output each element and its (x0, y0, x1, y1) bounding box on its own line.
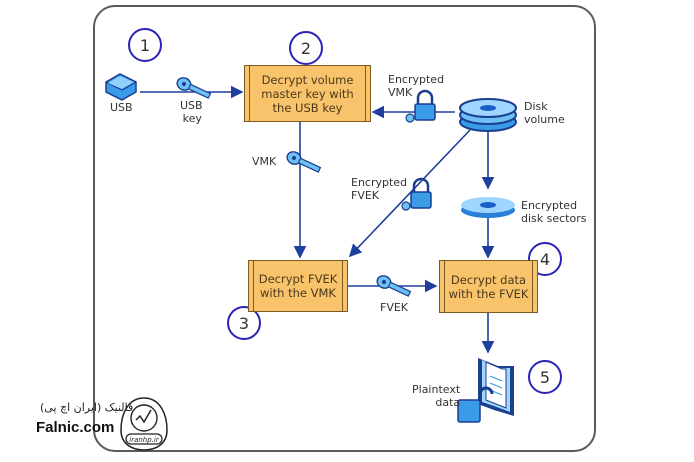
watermark-site: Falnic.com (36, 419, 115, 436)
encrypted-fvek-label: Encrypted FVEK (351, 176, 407, 202)
encrypted-fvek-label-line2: FVEK (351, 189, 380, 202)
vmk-label: VMK (252, 155, 277, 168)
encrypted-vmk-lock-icon (405, 89, 436, 123)
plaintext-document-icon (457, 358, 514, 423)
plaintext-label-line2: data (435, 396, 461, 409)
step-5-badge: 5 (528, 360, 562, 394)
encrypted-vmk-label-line2: VMK (388, 86, 413, 99)
disk-volume-label-line2: volume (524, 113, 565, 126)
usb-key-label: USB key (180, 99, 203, 125)
decrypt-vmk-text: Decrypt volume master key with the USB k… (261, 72, 354, 115)
plaintext-label-line1: Plaintext (412, 383, 461, 396)
encrypted-vmk-label: Encrypted VMK (388, 73, 444, 99)
usb-key-label-line2: key (182, 112, 202, 125)
usb-key-icon (176, 77, 212, 99)
vmk-key-icon (286, 151, 322, 173)
fvek-key-icon (376, 275, 412, 297)
usb-device-icon (105, 73, 137, 101)
decrypt-data-box: Decrypt data with the FVEK (439, 260, 538, 313)
decrypt-fvek-box: Decrypt FVEK with the VMK (248, 260, 348, 312)
step-1-badge: 1 (128, 28, 162, 62)
plaintext-label: Plaintext data (412, 383, 460, 409)
usb-key-label-line1: USB (180, 99, 203, 112)
encrypted-sectors-label-line2: disk sectors (521, 212, 587, 225)
watermark-persian: فالنیک (ایران اچ پی) (40, 401, 134, 414)
decrypt-vmk-box: Decrypt volume master key with the USB k… (244, 65, 371, 122)
diagram-frame (93, 5, 596, 452)
encrypted-fvek-label-line1: Encrypted (351, 176, 408, 189)
step-3-badge: 3 (227, 306, 261, 340)
decrypt-fvek-text: Decrypt FVEK with the VMK (258, 272, 338, 300)
fvek-label: FVEK (380, 301, 409, 314)
encrypted-sectors-label: Encrypted disk sectors (521, 199, 586, 225)
watermark-logo-text: iranhp.ir (129, 436, 160, 444)
step-2-badge: 2 (289, 31, 323, 65)
disk-volume-label: Disk volume (524, 100, 565, 126)
encrypted-vmk-label-line1: Encrypted (388, 73, 445, 86)
encrypted-sectors-icon (461, 197, 515, 218)
arrow-disk-to-fvek-box (348, 129, 471, 258)
decrypt-data-text: Decrypt data with the FVEK (448, 272, 529, 301)
encrypted-sectors-label-line1: Encrypted (521, 199, 578, 212)
watermark-logo-icon: iranhp.ir (120, 397, 168, 451)
encrypted-fvek-lock-icon (401, 177, 432, 211)
disk-volume-label-line1: Disk (524, 100, 548, 113)
usb-label: USB (110, 101, 133, 114)
disk-volume-icon (459, 98, 517, 132)
